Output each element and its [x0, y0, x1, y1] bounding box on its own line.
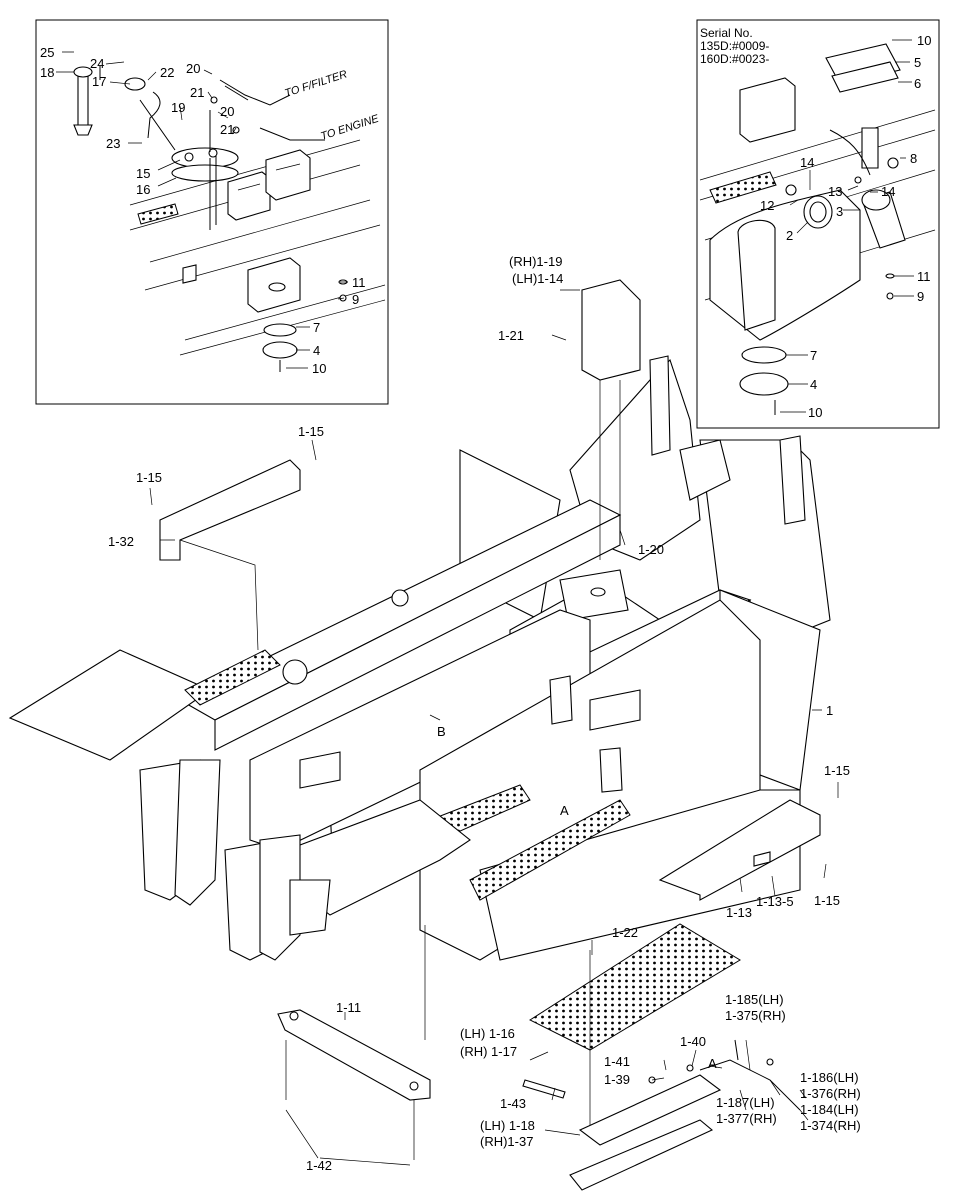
serial-title: Serial No. — [700, 26, 753, 40]
callout-r-2: 2 — [786, 228, 793, 243]
serial-line-2: 160D:#0023- — [700, 52, 769, 66]
label-A: A — [708, 1056, 717, 1071]
serial-line-1: 135D:#0009- — [700, 39, 769, 53]
callout-23: 23 — [106, 136, 120, 151]
callout-21a: 21 — [190, 85, 204, 100]
bracket-1-13 — [658, 799, 821, 901]
label-1-43: 1-43 — [500, 1096, 526, 1111]
callout-r-3: 3 — [836, 204, 843, 219]
label-lh-1-18: (LH) 1-18 — [480, 1118, 535, 1133]
label-1-32: 1-32 — [108, 534, 134, 549]
callout-7: 7 — [313, 320, 320, 335]
label-1-22: 1-22 — [612, 925, 638, 940]
label-1-42: 1-42 — [306, 1158, 332, 1173]
bracket-1-32 — [159, 459, 301, 561]
callout-22: 22 — [160, 65, 174, 80]
callout-19: 19 — [171, 100, 185, 115]
callout-r-11: 11 — [917, 269, 931, 284]
label-1-41: 1-41 — [604, 1054, 630, 1069]
label-1-13: 1-13 — [726, 905, 752, 920]
label-1-185-lh: 1-185(LH) — [725, 992, 784, 1007]
label-B: B — [437, 724, 446, 739]
callout-21b: 21 — [220, 122, 234, 137]
label-1-187-lh: 1-187(LH) — [716, 1095, 775, 1110]
callout-r-5: 5 — [914, 55, 921, 70]
label-1: 1 — [826, 703, 833, 718]
label-1-377-rh: 1-377(RH) — [716, 1111, 777, 1126]
main-frame-assembly — [8, 355, 831, 961]
callout-r-4: 4 — [810, 377, 817, 392]
to-filter-label: TO F/FILTER — [283, 68, 349, 100]
left-inset-panel: 25 18 24 17 22 20 21 20 21 19 23 15 16 1… — [35, 19, 389, 405]
callout-r-10b: 10 — [808, 405, 822, 420]
callout-25: 25 — [40, 45, 54, 60]
label-rh-1-37: (RH)1-37 — [480, 1134, 533, 1149]
bar-1-11 — [277, 1009, 431, 1101]
callout-r-10: 10 — [917, 33, 931, 48]
callout-r-14a: 14 — [800, 155, 814, 170]
label-1-15-left: 1-15 — [136, 470, 162, 485]
callout-24: 24 — [90, 56, 104, 71]
label-1-11: 1-11 — [336, 1000, 361, 1015]
label-1-20: 1-20 — [638, 542, 664, 557]
callout-20b: 20 — [220, 104, 234, 119]
label-1-184-lh: 1-184(LH) — [800, 1102, 859, 1117]
callout-15: 15 — [136, 166, 150, 181]
label-1-15-right: 1-15 — [824, 763, 850, 778]
label-1-39: 1-39 — [604, 1072, 630, 1087]
label-rh-1-19: (RH)1-19 — [509, 254, 562, 269]
label-A-deck: A — [560, 803, 569, 818]
callout-r-8: 8 — [910, 151, 917, 166]
label-rh-1-17: (RH) 1-17 — [460, 1044, 517, 1059]
callout-16: 16 — [136, 182, 150, 197]
label-1-374-rh: 1-374(RH) — [800, 1118, 861, 1133]
shroud-1-19 — [581, 279, 641, 381]
label-1-376-rh: 1-376(RH) — [800, 1086, 861, 1101]
callout-9: 9 — [352, 292, 359, 307]
callout-18: 18 — [40, 65, 54, 80]
callout-4: 4 — [313, 343, 320, 358]
left-inset-frame — [35, 19, 389, 405]
step-plate-1-22 — [528, 923, 741, 1051]
label-lh-1-14: (LH)1-14 — [512, 271, 563, 286]
callout-r-7: 7 — [810, 348, 817, 363]
label-1-375-rh: 1-375(RH) — [725, 1008, 786, 1023]
callout-r-14b: 14 — [881, 184, 895, 199]
label-1-40: 1-40 — [680, 1034, 706, 1049]
right-inset-panel: Serial No. 135D:#0009- 160D:#0023- 10 5 … — [696, 19, 940, 429]
rod-1-43 — [522, 1079, 566, 1099]
label-1-15-top: 1-15 — [298, 424, 324, 439]
label-1-15-right2: 1-15 — [814, 893, 840, 908]
callout-11: 11 — [352, 275, 366, 290]
callout-r-6: 6 — [914, 76, 921, 91]
callout-10: 10 — [312, 361, 326, 376]
label-1-186-lh: 1-186(LH) — [800, 1070, 859, 1085]
to-engine-label: TO ENGINE — [319, 113, 381, 143]
right-inset-frame — [696, 19, 940, 429]
callout-r-12: 12 — [760, 198, 774, 213]
label-1-21: 1-21 — [498, 328, 524, 343]
plate-1-18 — [578, 1074, 722, 1146]
callout-17: 17 — [92, 74, 106, 89]
label-1-13-5: 1-13-5 — [756, 894, 794, 909]
label-lh-1-16: (LH) 1-16 — [460, 1026, 515, 1041]
callout-r-9: 9 — [917, 289, 924, 304]
callout-20a: 20 — [186, 61, 200, 76]
callout-r-13: 13 — [828, 184, 842, 199]
